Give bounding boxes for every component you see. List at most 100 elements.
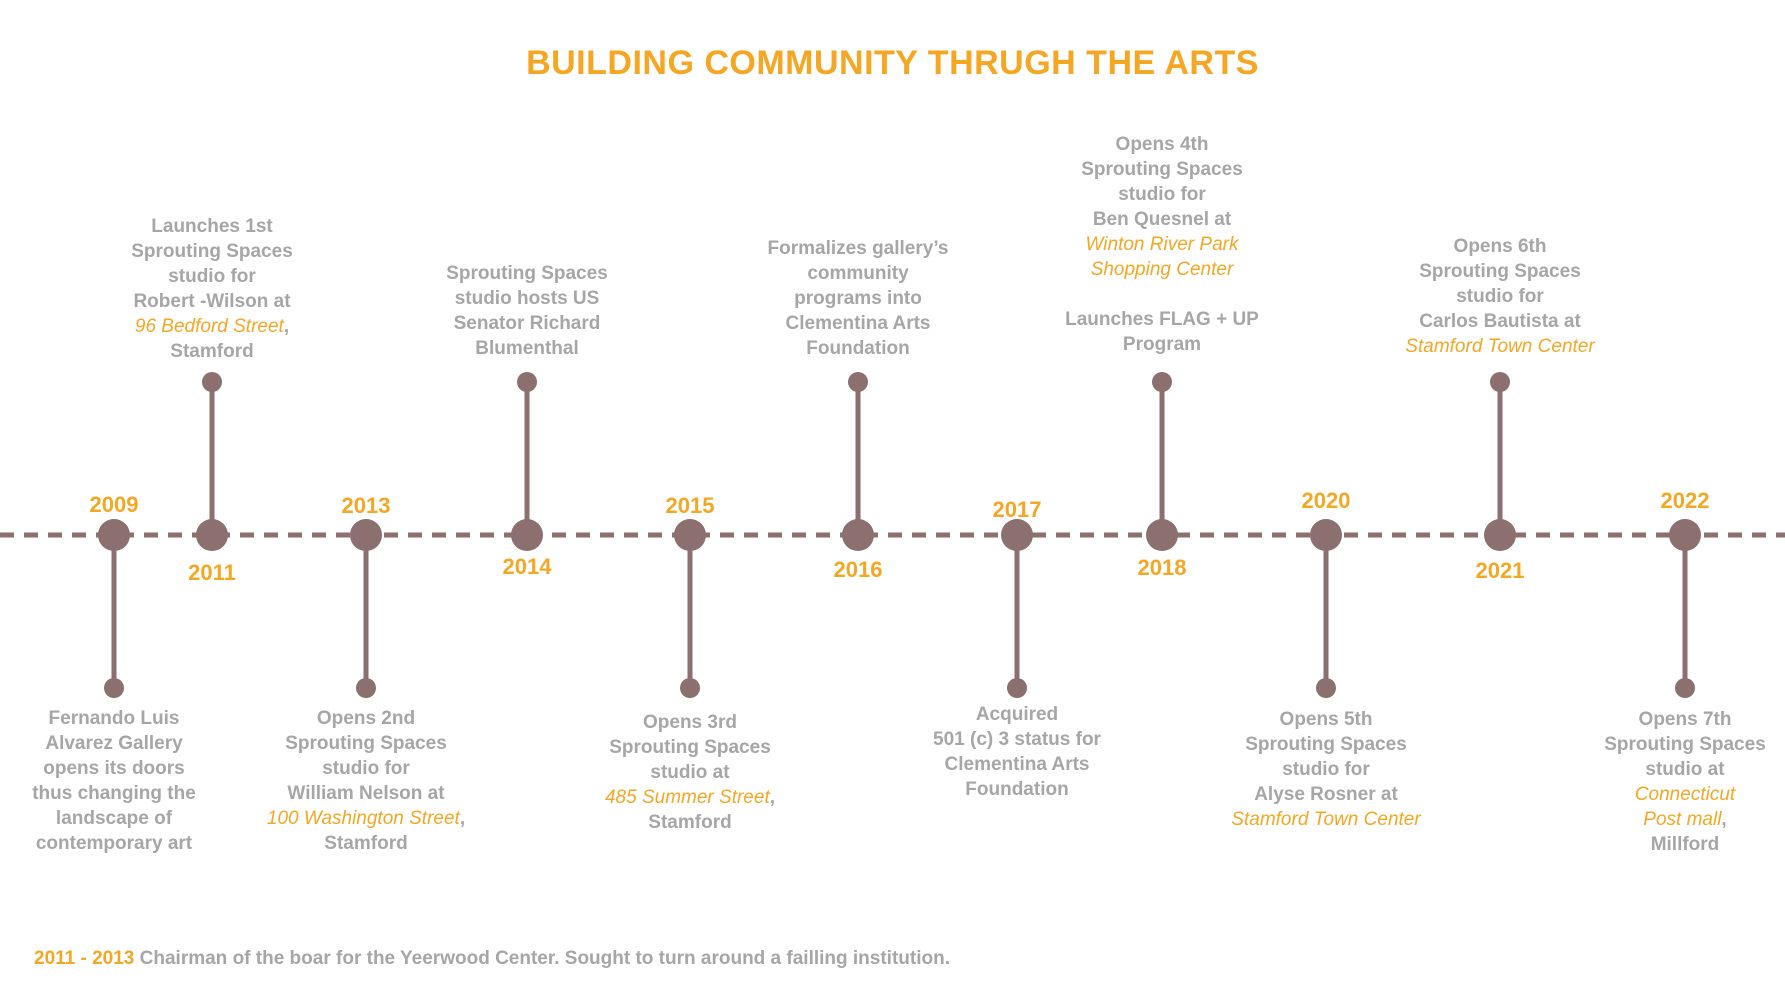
description-line: Blumenthal <box>475 338 579 359</box>
description-line: Opens 7th <box>1638 709 1732 730</box>
year-label-2013: 2013 <box>341 493 391 518</box>
description-line: 100 Washington Street, <box>246 806 486 831</box>
punctuation: , <box>1721 809 1727 830</box>
milestone-description-2016: Formalizes gallery’s community programs in… <box>738 236 978 361</box>
year-label-2009: 2009 <box>89 492 139 517</box>
milestone-node-2018 <box>1146 519 1178 551</box>
milestone-end-dot-2017 <box>1007 678 1027 698</box>
description-line: Sprouting Spaces <box>1419 261 1581 282</box>
milestone-node-2009 <box>98 519 130 551</box>
year-label-2016: 2016 <box>833 557 883 582</box>
description-line: opens its doors <box>43 758 185 779</box>
highlighted-location: Stamford Town Center <box>1231 809 1421 830</box>
milestone-node-2014 <box>511 519 543 551</box>
description-line: Stamford Town Center <box>1380 334 1620 359</box>
milestone-node-2015 <box>674 519 706 551</box>
description-line: contemporary art <box>35 833 193 854</box>
description-line: Sprouting Spaces <box>609 737 771 758</box>
year-label-2021: 2021 <box>1475 558 1525 583</box>
description-line: Millford <box>1650 834 1720 855</box>
highlighted-location: Winton River Park <box>1085 234 1239 255</box>
footer-years: 2011 - 2013 <box>34 948 135 969</box>
year-label-2014: 2014 <box>502 554 552 579</box>
description-line: Carlos Bautista at <box>1419 311 1581 332</box>
year-label-2022: 2022 <box>1660 488 1710 513</box>
description-line: Foundation <box>965 779 1069 800</box>
description-line: 96 Bedford Street, <box>92 314 332 339</box>
description-line: Program <box>1122 334 1202 355</box>
description-line: William Nelson at <box>287 783 445 804</box>
footer-text: Chairman of the boar for the Yeerwood Ce… <box>139 948 950 969</box>
description-line: Alvarez Gallery <box>45 733 183 754</box>
description-line: community <box>807 263 909 284</box>
description-line: 485 Summer Street, <box>570 785 810 810</box>
milestone-node-2021 <box>1484 519 1516 551</box>
description-line: landscape of <box>55 808 173 829</box>
page-title: BUILDING COMMUNITY THRUGH THE ARTS <box>526 44 1259 82</box>
description-line: Sprouting Spaces <box>1245 734 1407 755</box>
description-line: Launches 1st <box>151 216 273 237</box>
description-line: 501 (c) 3 status for <box>933 729 1101 750</box>
description-line: studio for <box>1456 286 1544 307</box>
milestone-node-2020 <box>1310 519 1342 551</box>
description-line: Ben Quesnel at <box>1092 209 1232 230</box>
punctuation: , <box>459 808 466 829</box>
description-line: Opens 5th <box>1279 709 1373 730</box>
description-line: Stamford Town Center <box>1206 807 1446 832</box>
description-line: Launches FLAG + UP <box>1065 309 1259 330</box>
milestone-end-dot-2022 <box>1675 678 1695 698</box>
milestone-node-2016 <box>842 519 874 551</box>
milestone-node-2022 <box>1669 519 1701 551</box>
milestone-end-dot-2013 <box>356 678 376 698</box>
description-line: Stamford <box>324 833 408 854</box>
highlighted-location: 100 Washington Street <box>266 808 460 829</box>
description-line: Clementina Arts <box>944 754 1090 775</box>
year-label-2020: 2020 <box>1301 488 1351 513</box>
description-line: Sprouting Spaces <box>1604 734 1766 755</box>
footer-note: 2011 - 2013 Chairman of the boar for the… <box>34 948 950 970</box>
description-line: studio for <box>1118 184 1206 205</box>
description-line: Sprouting Spaces <box>285 733 447 754</box>
description-line: Fernando Luis <box>48 708 180 729</box>
description-line: Opens 2nd <box>316 708 416 729</box>
description-line: studio for <box>168 266 256 287</box>
description-line: Opens 3rd <box>643 712 737 733</box>
milestone-end-dot-2018 <box>1152 372 1172 392</box>
description-line: Shopping Center <box>1042 257 1282 282</box>
highlighted-location: Shopping Center <box>1090 259 1234 280</box>
description-line: Foundation <box>806 338 910 359</box>
description-line: programs into <box>794 288 922 309</box>
description-line: Clementina Arts <box>785 313 931 334</box>
highlighted-location: Post mall <box>1643 809 1722 830</box>
description-line: Sprouting Spaces <box>446 263 608 284</box>
highlighted-location: 96 Bedford Street <box>134 316 284 337</box>
milestone-end-dot-2009 <box>104 678 124 698</box>
highlighted-location: 485 Summer Street <box>604 787 770 808</box>
milestone-description-2014: Sprouting Spaces studio hosts US Senator R… <box>407 261 647 361</box>
description-line: studio hosts US <box>454 288 600 309</box>
description-line: Alyse Rosner at <box>1254 784 1398 805</box>
description-line: Acquired <box>975 704 1059 725</box>
description-line: Post mall, <box>1565 807 1785 832</box>
description-line: Senator Richard <box>453 313 601 334</box>
milestone-end-dot-2020 <box>1316 678 1336 698</box>
description-line: Robert -Wilson at <box>133 291 291 312</box>
description-line: Stamford <box>170 341 254 362</box>
punctuation: , <box>283 316 290 337</box>
description-line: Winton River Park <box>1042 232 1282 257</box>
description-line: Formalizes gallery’s <box>767 238 949 259</box>
description-line: Connecticut <box>1565 782 1785 807</box>
highlighted-location: Stamford Town Center <box>1405 336 1595 357</box>
milestone-end-dot-2011 <box>202 372 222 392</box>
description-line: Sprouting Spaces <box>1081 159 1243 180</box>
milestone-end-dot-2016 <box>848 372 868 392</box>
year-label-2017: 2017 <box>992 497 1042 522</box>
